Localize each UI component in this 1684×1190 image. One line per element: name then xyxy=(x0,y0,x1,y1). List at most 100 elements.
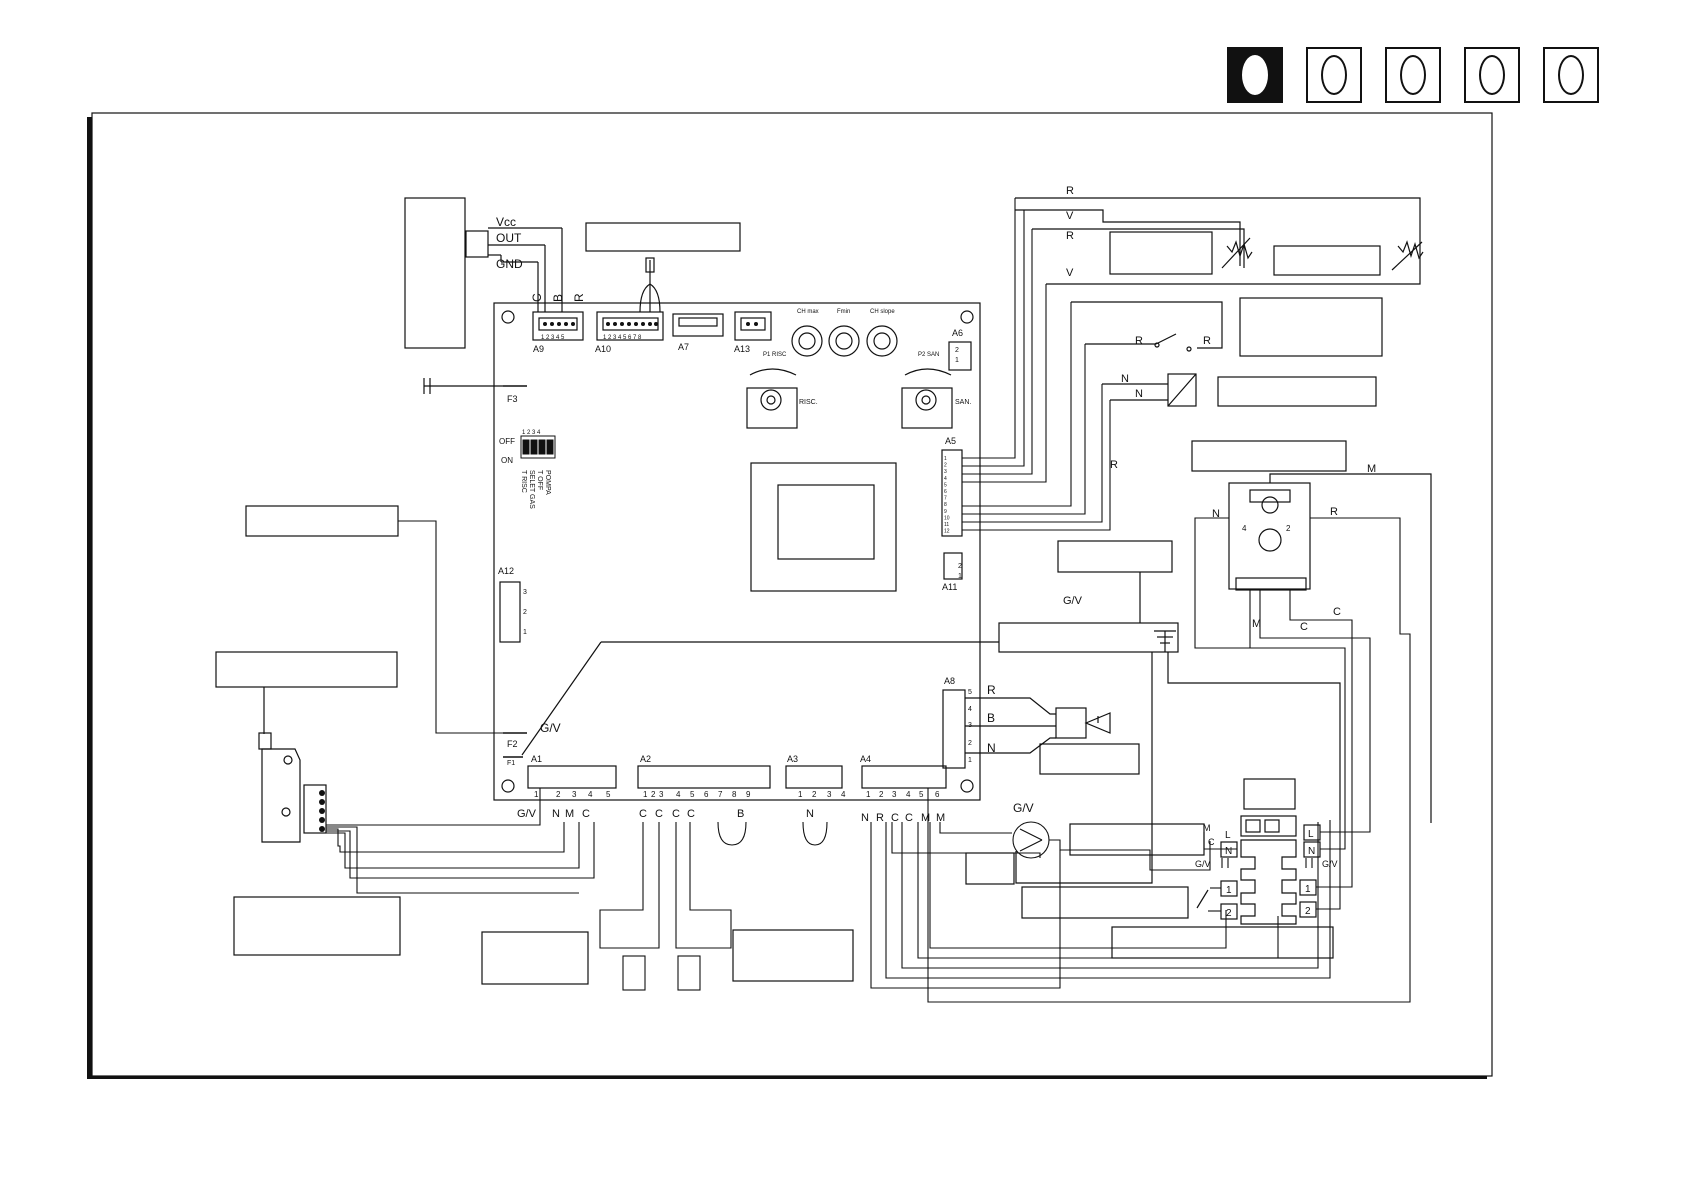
a3-pin-2: 2 xyxy=(812,790,817,799)
a9-pins: 1 2 3 4 5 xyxy=(541,335,565,341)
a4-wire-label-6: M xyxy=(936,812,945,824)
knob-fmin[interactable] xyxy=(828,325,860,357)
valve-wire-m2: M xyxy=(1252,618,1261,630)
a8-pin-2: 2 xyxy=(968,740,972,747)
language-tab-5[interactable] xyxy=(1543,47,1599,103)
a6-pin-1: 1 xyxy=(955,357,959,364)
a4-wire-label-3: C xyxy=(891,812,899,824)
connector-a1 xyxy=(527,765,617,789)
label-box-relay xyxy=(1217,376,1377,407)
a6-label: A6 xyxy=(952,328,963,338)
oval-icon xyxy=(1479,55,1505,95)
tb-l-left: L xyxy=(1225,830,1231,841)
language-tab-3[interactable] xyxy=(1385,47,1441,103)
safety-thermostat-1 xyxy=(622,955,646,991)
a4-pin-2: 2 xyxy=(879,790,884,799)
connector-a6 xyxy=(948,341,972,371)
f2-label: F2 xyxy=(507,739,518,749)
a1-wire-label-1: G/V xyxy=(517,808,537,820)
a5-pin-11: 11 xyxy=(944,522,949,528)
connector-a2 xyxy=(637,765,771,789)
language-tab-1[interactable] xyxy=(1227,47,1283,103)
a2-wire-label-3: C xyxy=(672,808,680,820)
a8-n-label: N xyxy=(987,741,996,755)
ch-max-label: CH max xyxy=(797,309,819,315)
knob-ch-max[interactable] xyxy=(791,325,823,357)
a13-label: A13 xyxy=(734,344,750,354)
p2-label: P2 SAN xyxy=(918,352,939,358)
a5-pin-6: 6 xyxy=(944,489,947,495)
a5-pin-8: 8 xyxy=(944,502,947,508)
label-box-valve-b xyxy=(1039,743,1140,775)
relay-icon xyxy=(1167,373,1197,407)
potentiometer-p1[interactable] xyxy=(746,387,798,429)
a2-wire-label-4: C xyxy=(687,808,695,820)
language-tab-2[interactable] xyxy=(1306,47,1362,103)
a5-pin-10: 10 xyxy=(944,515,950,521)
connector-a10 xyxy=(596,311,664,341)
a6-pin-2: 2 xyxy=(955,347,959,354)
ntc-wire-v: V xyxy=(1066,210,1074,222)
tb-n-right: N xyxy=(1308,846,1315,857)
label-box-bottom-2 xyxy=(732,929,854,982)
tb-c-label: C xyxy=(1208,837,1215,847)
ntc-wire-v2: V xyxy=(1066,267,1074,279)
flow-wire-r1: R xyxy=(1110,459,1118,471)
potentiometer-p2[interactable] xyxy=(901,387,953,429)
language-tabs xyxy=(1227,47,1599,103)
a4-pin-6: 6 xyxy=(935,790,940,799)
a4-label: A4 xyxy=(860,754,871,764)
connector-a7 xyxy=(672,313,724,337)
a2-pin-2: 2 xyxy=(651,790,656,799)
connector-a12 xyxy=(499,581,521,643)
a2-label: A2 xyxy=(640,754,651,764)
gas-valve xyxy=(1228,473,1432,823)
dip-label-selet-gas: SELET GAS xyxy=(528,470,535,509)
label-box-bottom-1 xyxy=(481,931,589,985)
oval-icon xyxy=(1321,55,1347,95)
dip-label-pompa: POMPA xyxy=(544,470,551,495)
a8-r-label: R xyxy=(987,683,996,697)
a2-wire-label-5: B xyxy=(737,808,744,820)
a5-pin-2: 2 xyxy=(944,463,947,469)
a12-pin-1: 1 xyxy=(523,629,527,636)
p1-label: P1 RISC xyxy=(763,352,787,358)
a12-label: A12 xyxy=(498,566,514,576)
flow-switch-icon xyxy=(1155,333,1177,345)
a4-pin-5: 5 xyxy=(919,790,924,799)
a2-pin-3: 3 xyxy=(659,790,664,799)
a1-pin-2: 2 xyxy=(556,790,561,799)
a3-pin-4: 4 xyxy=(841,790,846,799)
connector-a4 xyxy=(861,765,947,789)
label-box-fan xyxy=(1021,886,1189,919)
tb-m-label: M xyxy=(1203,823,1211,833)
a2-pin-4: 4 xyxy=(676,790,681,799)
dip-label-toff: T OFF xyxy=(536,470,543,490)
label-box-left-3 xyxy=(233,896,401,956)
a2-pin-7: 7 xyxy=(718,790,723,799)
oval-icon xyxy=(1400,55,1426,95)
ntc-sensor-2-icon xyxy=(1397,240,1424,260)
a1-pin-5: 5 xyxy=(606,790,611,799)
a3-wire-label: N xyxy=(806,808,814,820)
switch-wire-r2: R xyxy=(1203,335,1211,347)
a5-label: A5 xyxy=(945,436,956,446)
connector-a5 xyxy=(941,449,963,537)
knob-ch-slope[interactable] xyxy=(866,325,898,357)
a10-pins: 1 2 3 4 5 6 7 8 xyxy=(603,335,642,341)
a11-label: A11 xyxy=(942,582,957,592)
dip-numbers: 1 2 3 4 xyxy=(522,430,541,436)
tb-2-right: 2 xyxy=(1305,906,1311,917)
relay-wire-n1: N xyxy=(1121,373,1129,385)
oval-icon xyxy=(1242,55,1268,95)
dip-switch[interactable] xyxy=(520,435,556,459)
pump-gv-label: G/V xyxy=(1013,801,1034,815)
a1-pin-3: 3 xyxy=(572,790,577,799)
a5-pin-12: 12 xyxy=(944,529,950,535)
connector-a9 xyxy=(532,311,584,341)
language-tab-4[interactable] xyxy=(1464,47,1520,103)
gnd-label: GND xyxy=(496,257,523,271)
valve-wire-n: N xyxy=(1212,508,1220,520)
a4-wire-label-2: R xyxy=(876,812,884,824)
